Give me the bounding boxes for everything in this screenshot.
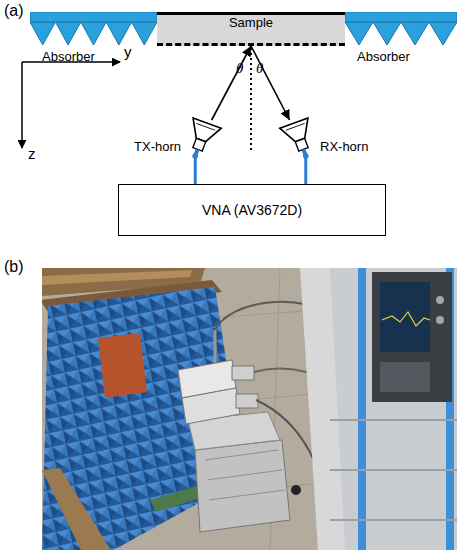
- horn-feed: [193, 138, 206, 151]
- surface-normal: [250, 48, 252, 150]
- rack-post: [358, 268, 366, 550]
- vna-instrument: VNA (AV3672D): [118, 184, 386, 236]
- vna-screen: [380, 282, 430, 352]
- rack-side: [300, 268, 345, 550]
- metal-stand: [195, 440, 290, 532]
- absorber-base: [345, 12, 457, 22]
- vna-keypad: [380, 362, 430, 392]
- horn-rim: [196, 123, 215, 130]
- wood-frame: [42, 270, 192, 285]
- instrument-rack: [330, 268, 457, 550]
- rack-shelves: [330, 420, 457, 520]
- absorber-pyramid: [429, 22, 457, 45]
- vna-knob: [436, 316, 444, 324]
- axis-name: z: [28, 146, 36, 163]
- absorber-base: [30, 12, 157, 22]
- setup-photo: [42, 268, 457, 550]
- coax-cable: [194, 156, 197, 184]
- node-label: Absorber: [357, 50, 410, 65]
- absorber-panel: Absorber: [30, 12, 157, 68]
- vna-knob: [436, 296, 444, 304]
- wood-frame: [42, 468, 112, 550]
- reflected-beam: [251, 46, 290, 120]
- horn-feed: [295, 138, 308, 151]
- horn-feed: [232, 366, 254, 380]
- panel-letter: (a): [4, 2, 24, 20]
- knob: [291, 485, 301, 495]
- sample-slab: Sample: [157, 12, 345, 46]
- horn-feed: [236, 394, 258, 408]
- horn-outline: [282, 120, 318, 160]
- absorber-pyramid: [401, 22, 429, 45]
- absorber-pyramid: [373, 22, 401, 45]
- node-label: Sample: [157, 15, 345, 31]
- node-label: TX-horn: [134, 140, 181, 155]
- cable-joint: [192, 152, 199, 159]
- coax-cable: [304, 156, 307, 184]
- angle-symbol: θ: [236, 60, 243, 77]
- axis-name: y: [124, 44, 132, 61]
- cable-joint: [302, 152, 309, 159]
- rx-horn: RX-horn: [282, 120, 318, 160]
- tx-horn: TX-horn: [183, 120, 219, 160]
- screen-trace: [382, 312, 430, 326]
- angle-symbol: θ: [256, 60, 263, 77]
- z-axis: [21, 62, 23, 148]
- vna-photo: [372, 272, 452, 402]
- absorber-pyramid: [30, 22, 55, 45]
- horn-rim: [286, 123, 305, 130]
- absorber-pyramid: [345, 22, 373, 45]
- node-label: RX-horn: [320, 140, 368, 155]
- node-label: VNA (AV3672D): [202, 202, 302, 218]
- absorber-pyramid: [106, 22, 131, 45]
- sample-window: [98, 333, 147, 398]
- stand-grid: [205, 450, 285, 500]
- incident-beam: [212, 46, 251, 120]
- absorber-pyramid: [81, 22, 106, 45]
- panel-letter: (b): [4, 258, 24, 276]
- absorber-pyramid: [55, 22, 80, 45]
- horn-outline: [183, 120, 219, 160]
- horn-photo: [182, 388, 240, 424]
- absorber-pyramid: [132, 22, 157, 45]
- absorber-panel: Absorber: [345, 12, 457, 68]
- node-label: Absorber: [42, 50, 95, 65]
